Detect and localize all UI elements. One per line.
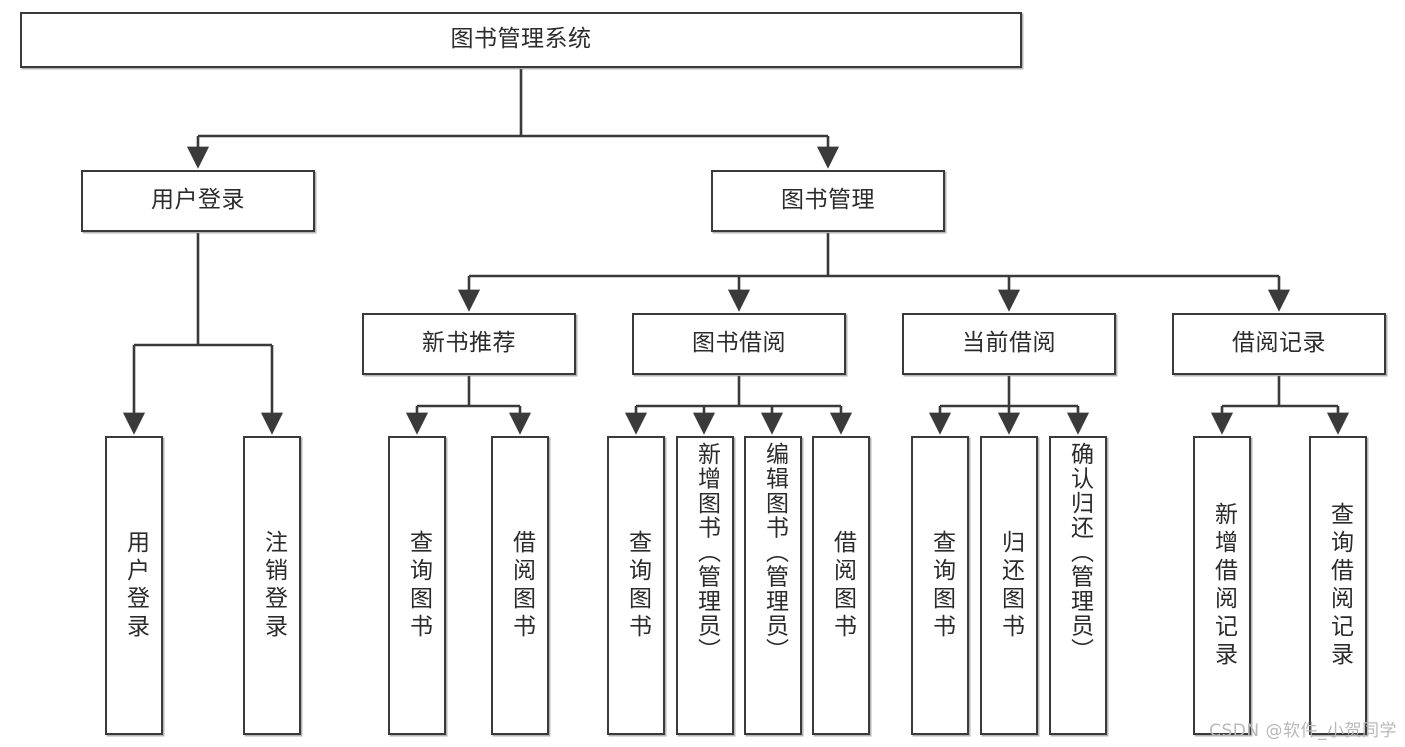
node-label: 图书借阅 (692, 330, 786, 357)
leaf-borrow-book[interactable]: 借阅图书 (812, 436, 870, 735)
node-label: 借阅记录 (1232, 330, 1326, 357)
node-label: 新增图书（管理员） (693, 442, 720, 663)
node-current-borrow[interactable]: 当前借阅 (902, 313, 1116, 375)
leaf-user-logout[interactable]: 注销登录 (243, 436, 301, 735)
node-book-manage[interactable]: 图书管理 (711, 170, 945, 232)
node-label: 新书推荐 (422, 330, 516, 357)
node-user-login[interactable]: 用户登录 (81, 170, 315, 232)
node-label: 归还图书 (997, 529, 1024, 642)
node-label: 查询图书 (928, 529, 955, 642)
node-label: 查询借阅记录 (1326, 501, 1353, 670)
node-label: 当前借阅 (962, 330, 1056, 357)
leaf-add-borrow-record[interactable]: 新增借阅记录 (1193, 436, 1251, 735)
node-label: 图书管理 (781, 187, 875, 214)
leaf-return-book[interactable]: 归还图书 (980, 436, 1038, 735)
node-label: 新增借阅记录 (1210, 501, 1237, 670)
node-label: 借阅图书 (829, 529, 856, 642)
node-borrow-record[interactable]: 借阅记录 (1172, 313, 1386, 375)
node-label: 查询图书 (405, 529, 432, 642)
node-root-system[interactable]: 图书管理系统 (20, 12, 1022, 68)
node-label: 注销登录 (260, 529, 287, 642)
node-label: 借阅图书 (508, 529, 535, 642)
csdn-watermark: CSDN @软件_小贺同学 (1209, 721, 1397, 741)
node-new-book-rec[interactable]: 新书推荐 (362, 313, 576, 375)
node-label: 查询图书 (624, 529, 651, 642)
node-label: 用户登录 (151, 187, 245, 214)
leaf-query-book-borrow[interactable]: 查询图书 (607, 436, 665, 735)
node-label: 编辑图书（管理员） (761, 442, 788, 663)
leaf-user-login[interactable]: 用户登录 (105, 436, 163, 735)
leaf-edit-book[interactable]: 编辑图书（管理员） (744, 436, 802, 735)
node-book-borrow[interactable]: 图书借阅 (632, 313, 846, 375)
leaf-confirm-return[interactable]: 确认归还（管理员） (1049, 436, 1107, 735)
leaf-add-book[interactable]: 新增图书（管理员） (676, 436, 734, 735)
node-label: 用户登录 (122, 529, 149, 642)
leaf-query-book-current[interactable]: 查询图书 (911, 436, 969, 735)
leaf-query-borrow-record[interactable]: 查询借阅记录 (1309, 436, 1367, 735)
node-label: 图书管理系统 (450, 26, 592, 53)
node-label: 确认归还（管理员） (1066, 442, 1093, 663)
leaf-query-book-new[interactable]: 查询图书 (388, 436, 446, 735)
leaf-borrow-book-new[interactable]: 借阅图书 (491, 436, 549, 735)
